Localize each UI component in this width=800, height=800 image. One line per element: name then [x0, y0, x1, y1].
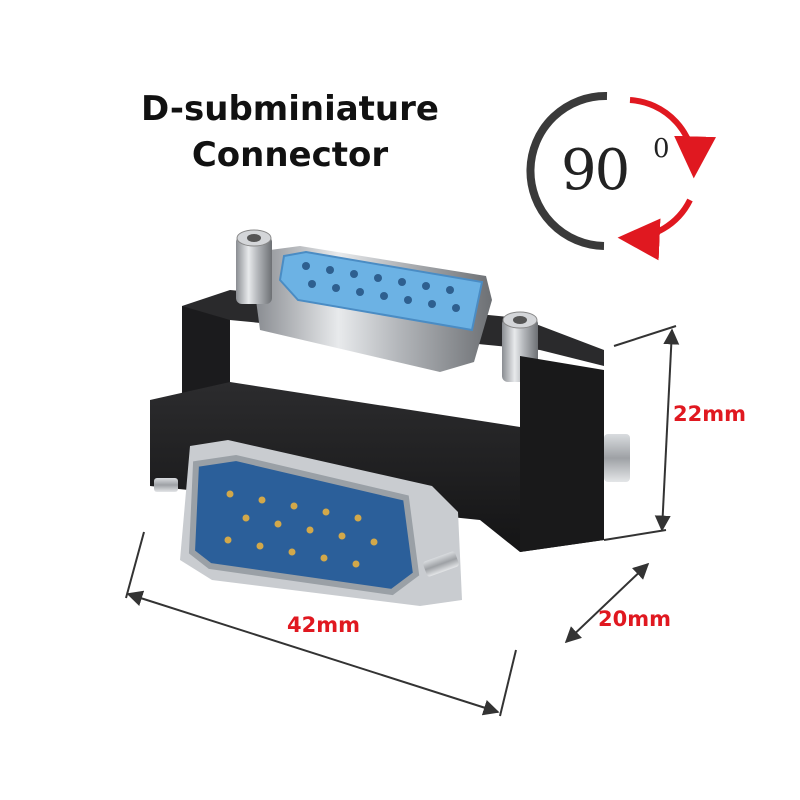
- width-dimension-label: 42mm: [287, 613, 360, 637]
- depth-dimension-label: 20mm: [598, 607, 671, 631]
- height-dimension-label: 22mm: [673, 402, 746, 426]
- product-title: D-subminiature Connector: [110, 86, 470, 178]
- connector-photo: [150, 229, 630, 606]
- angle-degree: 0: [653, 134, 670, 164]
- dimension-lines: [125, 325, 680, 717]
- title-line-1: D-subminiature: [141, 89, 439, 129]
- title-line-2: Connector: [191, 135, 389, 175]
- angle-number: 90: [561, 138, 630, 203]
- rotation-90-icon: [526, 91, 717, 261]
